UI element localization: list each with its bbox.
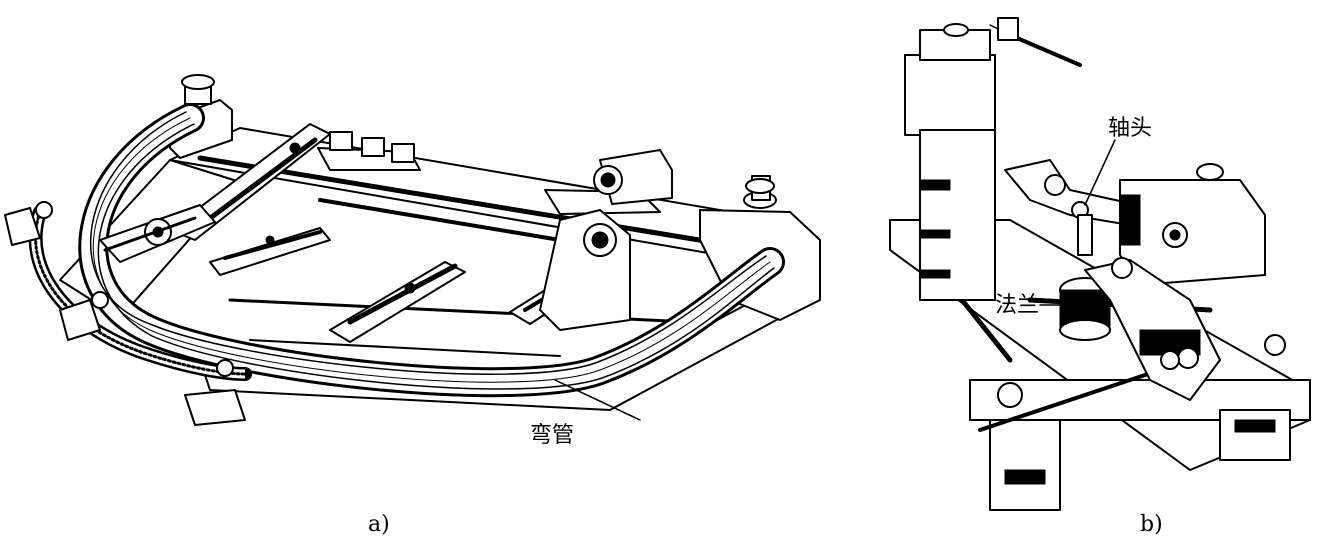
- hold-down-arm: [99, 204, 216, 263]
- label-bent-pipe: 弯管: [530, 423, 575, 448]
- arc-template: [4, 201, 252, 426]
- label-flange: 法兰: [995, 293, 1040, 318]
- figure-a-bent-pipe-fixture: 弯管 a): [4, 74, 821, 537]
- right-clamp-block: [1119, 163, 1266, 286]
- bent-pipe: [78, 103, 785, 398]
- figure-b-flange-fixture: 轴头 法兰 b): [870, 0, 1325, 545]
- shaft-head: [1077, 139, 1116, 256]
- caption-figure-b: b): [1140, 512, 1163, 537]
- leader-line-bent-pipe: [554, 379, 641, 421]
- vertical-column: [904, 17, 1082, 301]
- base-bolts: [997, 334, 1286, 408]
- label-shaft-head: 轴头: [1108, 116, 1153, 141]
- flange-part: [1039, 257, 1221, 401]
- leader-line-shaft-head: [1084, 139, 1116, 206]
- caption-figure-a: a): [368, 512, 390, 537]
- flange-fixture-drawing: [889, 17, 1311, 511]
- bent-pipe-fixture-drawing: [4, 74, 821, 426]
